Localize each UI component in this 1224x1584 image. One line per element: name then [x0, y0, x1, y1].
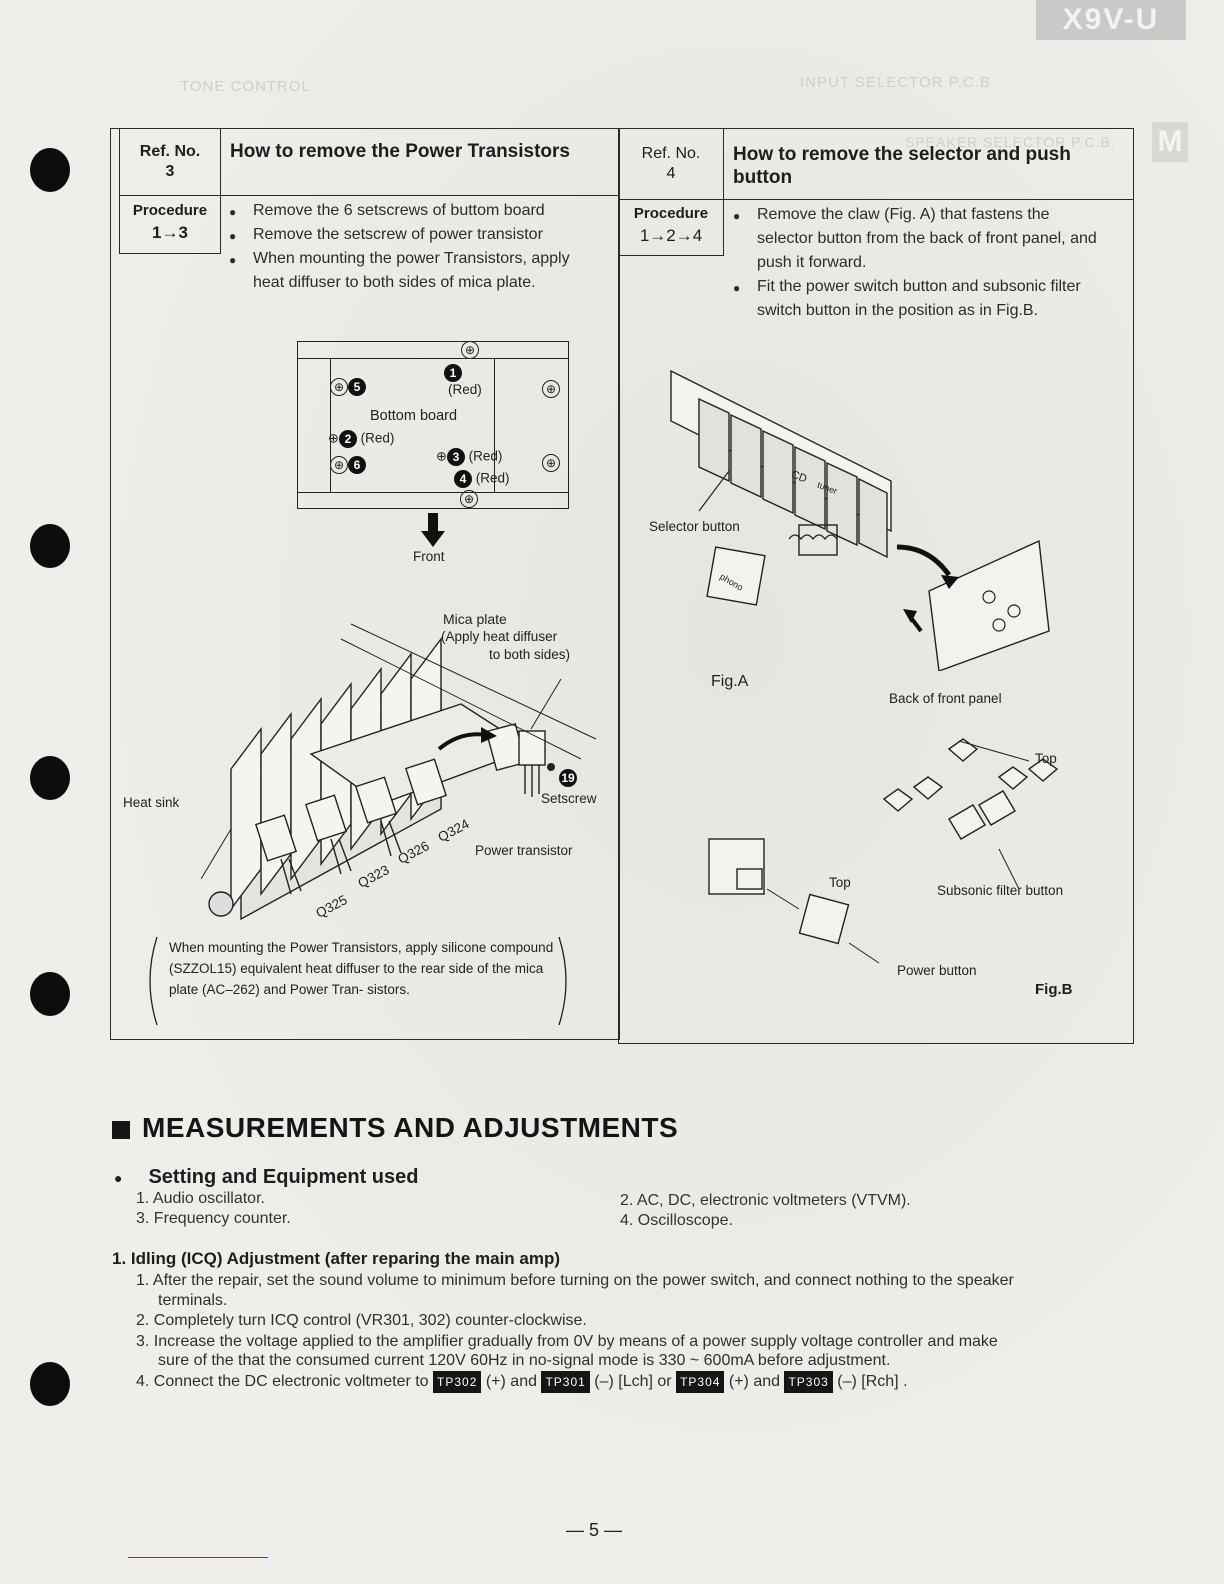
mica-note-line1: (Apply heat diffuser	[441, 629, 558, 644]
procedure-label: Procedure	[633, 205, 709, 222]
test-point-badge: TP304	[676, 1371, 725, 1393]
ref-box: Ref. No. 4	[619, 129, 724, 199]
red-label: (Red)	[448, 382, 482, 397]
procedure-box: Procedure 1→2→4	[619, 199, 724, 256]
right-header: Ref. No. 4 How to remove the selector an…	[619, 129, 1133, 200]
test-point-badge: TP303	[784, 1371, 833, 1393]
adjustment-step: 1. After the repair, set the sound volum…	[136, 1272, 1014, 1289]
procedure-steps: Remove the claw (Fig. A) that fastens th…	[733, 203, 1103, 323]
selector-button-label: Selector button	[649, 519, 740, 534]
screw-2: ⊕2 (Red)	[328, 430, 395, 448]
test-point-badge: TP302	[433, 1371, 482, 1393]
procedure-sequence: 1→2→4	[639, 226, 703, 245]
header-tag: X9V-U	[1036, 0, 1186, 40]
ghost-label-tone: TONE CONTROL	[180, 78, 311, 95]
fig-a-label: Fig.A	[711, 673, 749, 690]
right-procedure-panel: Ref. No. 4 How to remove the selector an…	[618, 128, 1134, 1044]
idling-heading: 1. Idling (ICQ) Adjustment (after repari…	[112, 1249, 561, 1268]
board-divider	[298, 358, 568, 359]
fig-b-label: Fig.B	[1035, 981, 1073, 998]
punch-hole	[30, 972, 70, 1016]
side-tag: M	[1152, 122, 1188, 162]
board-label: Bottom board	[370, 408, 458, 424]
mounting-note: When mounting the Power Transistors, app…	[169, 940, 554, 997]
adjustment-step: 3. Increase the voltage applied to the a…	[136, 1333, 998, 1350]
back-panel-label: Back of front panel	[889, 691, 1002, 706]
screw-6: ⊕6	[330, 456, 366, 474]
adjustment-step: 2. Completely turn ICQ control (VR301, 3…	[136, 1312, 587, 1329]
setting-heading: ●Setting and Equipment used	[114, 1166, 419, 1188]
procedure-step: When mounting the power Transistors, app…	[229, 247, 599, 295]
mica-note-line2: to both sides)	[489, 647, 571, 662]
adjustment-step: sure of the that the consumed current 12…	[158, 1352, 891, 1369]
power-transistor-label: Power transistor	[475, 843, 573, 858]
procedure-step: Remove the 6 setscrews of buttom board	[229, 199, 599, 224]
screw-3: ⊕3 (Red)	[436, 448, 503, 466]
top-label: Top	[829, 875, 851, 890]
equipment-item: 3. Frequency counter.	[136, 1210, 291, 1227]
board-divider	[330, 358, 331, 492]
screw-icon: ⊕	[461, 341, 479, 359]
equipment-item: 2. AC, DC, electronic voltmeters (VTVM).	[620, 1192, 911, 1209]
ref-label: Ref. No.	[139, 143, 201, 160]
adjustment-step-4: 4. Connect the DC electronic voltmeter t…	[136, 1371, 908, 1393]
left-header: Ref. No. 3 How to remove the Power Trans…	[119, 129, 620, 196]
subsonic-filter-label: Subsonic filter button	[937, 883, 1064, 898]
ref-box: Ref. No. 3	[120, 129, 221, 195]
panel-title: How to remove the Power Transistors	[230, 141, 570, 162]
screw-icon: ⊕	[460, 490, 478, 508]
panel-title: How to remove the selector and push butt…	[733, 144, 1071, 188]
procedure-label: Procedure	[132, 202, 208, 219]
ghost-label-speaker: SPEAKER SELECTOR P.C.B.	[905, 134, 1116, 150]
procedure-steps: Remove the 6 setscrews of buttom board R…	[229, 199, 599, 295]
ref-value: 4	[666, 165, 676, 182]
top-label: Top	[1035, 751, 1057, 766]
setscrew-number: 19	[559, 769, 577, 787]
punch-hole	[30, 756, 70, 800]
ghost-label-input: INPUT SELECTOR P.C.B	[800, 74, 991, 91]
power-button-illustration	[708, 738, 1059, 964]
square-bullet-icon	[112, 1120, 130, 1139]
screw-5: ⊕5	[330, 378, 366, 396]
ref-label: Ref. No.	[641, 145, 701, 162]
screw-icon: ⊕	[542, 454, 560, 472]
bottom-board-diagram: ⊕ ⊕ ⊕ ⊕ ⊕5 1 (Red) Bottom board ⊕2 (Red)…	[297, 341, 569, 509]
equipment-item: 1. Audio oscillator.	[136, 1190, 265, 1207]
note-brackets	[149, 936, 567, 1026]
front-label: Front	[413, 549, 445, 564]
punch-hole	[30, 1362, 70, 1406]
power-button-label: Power button	[897, 963, 977, 978]
procedure-box: Procedure 1→3	[119, 195, 221, 254]
board-divider	[298, 492, 568, 493]
procedure-sequence: 1→3	[152, 223, 188, 242]
down-arrow-icon	[421, 513, 445, 547]
punch-hole	[30, 524, 70, 568]
adjustment-step: terminals.	[158, 1292, 228, 1309]
board-divider	[494, 358, 495, 492]
page-number: — 5 —	[566, 1520, 623, 1540]
left-procedure-panel: Ref. No. 3 How to remove the Power Trans…	[110, 128, 620, 1040]
procedure-step: Remove the claw (Fig. A) that fastens th…	[733, 203, 1103, 275]
screw-1: 1	[444, 364, 462, 382]
setscrew-label: Setscrew	[541, 791, 597, 806]
procedure-step: Fit the power switch button and subsonic…	[733, 275, 1103, 323]
test-point-badge: TP301	[541, 1371, 590, 1393]
footer-rule	[128, 1557, 268, 1558]
heat-sink-illustration	[201, 623, 597, 921]
heat-sink-label: Heat sink	[123, 795, 180, 810]
equipment-item: 4. Oscilloscope.	[620, 1212, 733, 1229]
procedure-step: Remove the setscrew of power transistor	[229, 223, 599, 248]
mica-plate-label: Mica plate	[443, 611, 507, 627]
section-title: MEASUREMENTS AND ADJUSTMENTS	[112, 1112, 678, 1144]
screw-4: 4 (Red)	[454, 470, 510, 488]
screw-icon: ⊕	[542, 380, 560, 398]
punch-hole	[30, 148, 70, 192]
selector-button-illustration	[670, 369, 1050, 671]
ref-value: 3	[165, 163, 175, 180]
